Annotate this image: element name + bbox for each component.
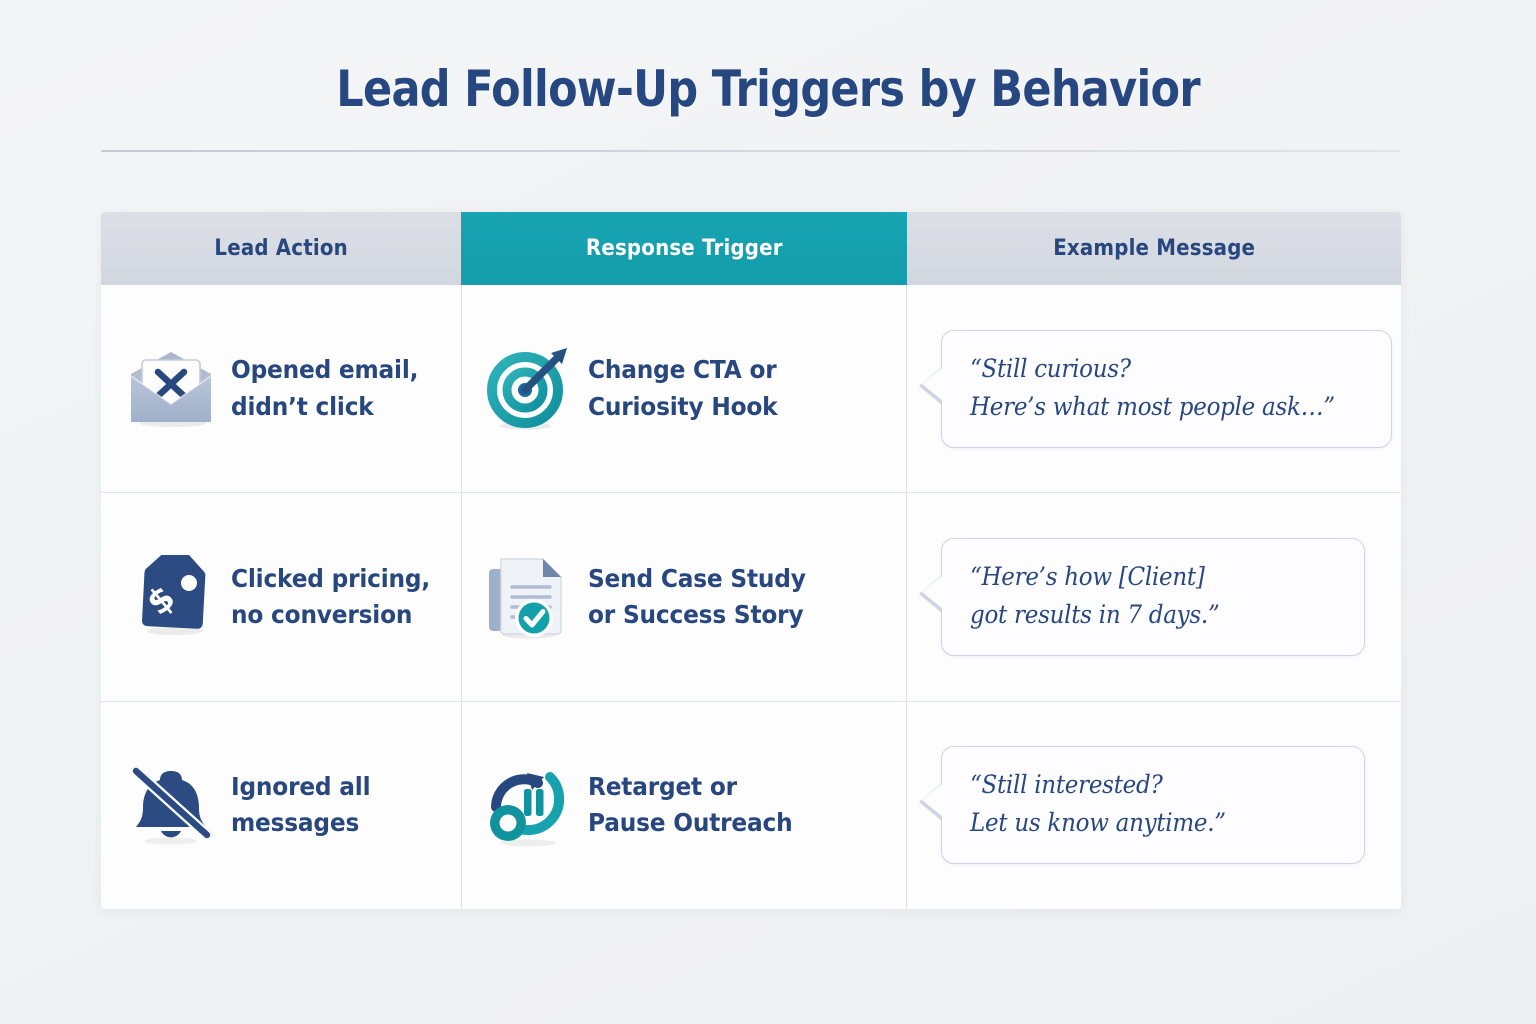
envelope-x-icon [123,341,219,437]
cell-line-2: Pause Outreach [588,808,793,838]
cell-lead-action: Opened email, didn’t click [101,285,461,492]
page-title-wrap: Lead Follow-Up Triggers by Behavior [0,60,1536,118]
column-header-lead-action-label: Lead Action [214,236,348,261]
cell-line-2: Curiosity Hook [588,391,778,421]
table-row: Opened email, didn’t click [101,285,1401,493]
cell-response-trigger: Change CTA or Curiosity Hook [461,285,907,493]
cell-line-1: Opened email, [231,355,419,385]
cell-line-2: messages [231,808,360,838]
page-title: Lead Follow-Up Triggers by Behavior [336,60,1200,118]
cell-lead-action-text: Ignored all messages [231,769,381,842]
table-body: Opened email, didn’t click [101,285,1401,909]
cell-response-trigger: Send Case Study or Success Story [461,493,907,701]
table-row: Ignored all messages [101,700,1401,909]
cell-response-trigger-text: Send Case Study or Success Story [588,561,822,634]
message-bubble-text: “Still interested? Let us know anytime.” [970,766,1340,842]
message-line-2: Let us know anytime.” [970,808,1226,838]
cell-line-2: didn’t click [231,391,374,421]
cell-response-trigger: Retarget or Pause Outreach [461,701,907,909]
message-bubble-text: “Still curious? Here’s what most people … [970,350,1367,426]
cell-line-1: Clicked pricing, [231,563,431,593]
cell-line-2: or Success Story [588,599,804,629]
cell-line-1: Send Case Study [588,563,806,593]
cell-line-1: Ignored all [231,772,371,802]
message-bubble: “Here’s how [Client] got results in 7 da… [919,537,1365,656]
column-header-example-message-label: Example Message [1053,236,1255,261]
cell-response-trigger-text: Retarget or Pause Outreach [588,769,808,842]
message-bubble-text: “Here’s how [Client] got results in 7 da… [970,558,1340,634]
column-header-lead-action: Lead Action [101,212,461,285]
message-line-1: “Still curious? [970,353,1131,383]
message-line-2: Here’s what most people ask…” [970,391,1335,421]
target-arrow-icon [480,341,576,437]
cell-example-message: “Still curious? Here’s what most people … [907,285,1401,492]
bell-muted-icon [123,757,219,853]
bubble-tail-inner [922,366,943,401]
message-line-2: got results in 7 days.” [970,599,1220,629]
cell-example-message: “Still interested? Let us know anytime.” [907,702,1401,909]
cell-lead-action: $ Clicked pricing, no conversion [101,493,461,700]
bubble-tail-inner [922,783,943,818]
cell-example-message: “Here’s how [Client] got results in 7 da… [907,493,1401,700]
message-bubble: “Still interested? Let us know anytime.” [919,746,1365,865]
cell-line-1: Change CTA or [588,355,777,385]
cell-line-1: Retarget or [588,772,737,802]
cell-lead-action-text: Clicked pricing, no conversion [231,561,445,634]
cell-lead-action-text: Opened email, didn’t click [231,352,432,425]
price-tag-dollar-icon: $ [123,549,219,645]
column-header-response-trigger-label: Response Trigger [585,236,783,261]
message-line-1: “Here’s how [Client] [970,561,1205,591]
column-header-response-trigger: Response Trigger [461,212,907,285]
cell-lead-action: Ignored all messages [101,702,461,909]
refresh-pause-icon [480,757,576,853]
table-header-row: Lead Action Response Trigger Example Mes… [101,212,1401,285]
document-check-icon [480,549,576,645]
triggers-table: Lead Action Response Trigger Example Mes… [101,212,1401,909]
table-row: $ Clicked pricing, no conversion [101,492,1401,701]
cell-line-2: no conversion [231,599,413,629]
message-bubble: “Still curious? Here’s what most people … [919,329,1392,448]
bubble-tail-inner [922,574,943,609]
column-header-example-message: Example Message [907,212,1401,285]
message-line-1: “Still interested? [970,770,1163,800]
cell-response-trigger-text: Change CTA or Curiosity Hook [588,352,792,425]
title-divider [101,150,1401,152]
